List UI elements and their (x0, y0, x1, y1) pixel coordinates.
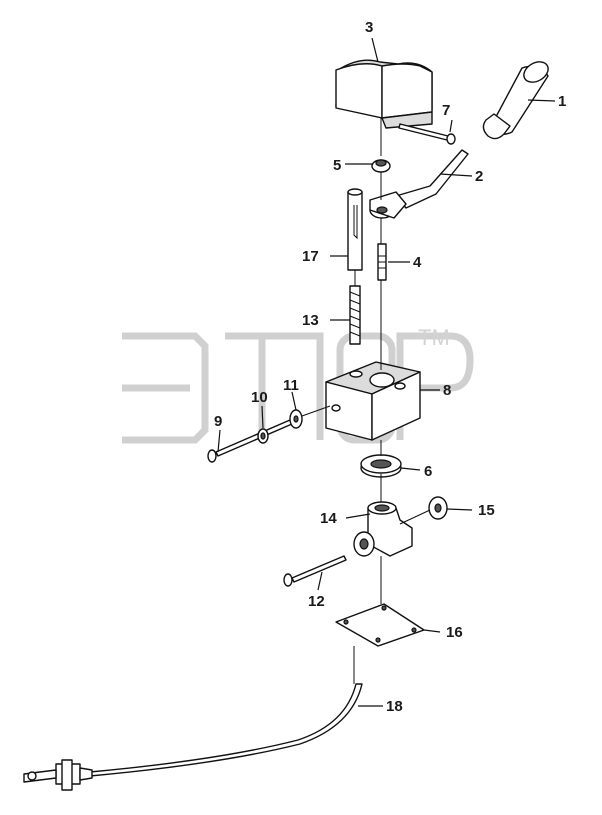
part-14-tee (353, 501, 413, 557)
part-10-washer (257, 428, 269, 444)
assembly-axes (301, 118, 431, 684)
callout-18: 18 (386, 698, 403, 715)
part-5-nut (371, 159, 391, 173)
part-2-lever (369, 149, 469, 219)
callout-5: 5 (333, 157, 341, 174)
leader-lines (217, 37, 556, 707)
part-1-grip (482, 61, 549, 140)
callout-17: 17 (302, 248, 319, 265)
part-7-screw (398, 123, 456, 145)
part-8-body (325, 361, 421, 441)
part-12-bolt (283, 555, 347, 587)
part-6-bushing (360, 454, 402, 478)
part-4-stem (377, 243, 387, 281)
part-16-plate (335, 603, 425, 647)
part-3-cover (335, 59, 433, 129)
part-17-sleeve (347, 188, 363, 271)
part-13-spring (349, 285, 361, 345)
callout-7: 7 (442, 102, 450, 119)
callout-4: 4 (413, 254, 422, 271)
callout-labels: 1 2 3 4 5 6 7 8 9 10 11 12 13 14 15 16 1… (214, 19, 566, 715)
trademark-symbol: TM (418, 325, 450, 350)
callout-12: 12 (308, 593, 325, 610)
callout-9: 9 (214, 413, 222, 430)
callout-13: 13 (302, 312, 319, 329)
callout-11: 11 (283, 377, 299, 394)
callout-3: 3 (365, 19, 373, 36)
callout-2: 2 (475, 168, 483, 185)
callout-15: 15 (478, 502, 495, 519)
callout-6: 6 (424, 463, 432, 480)
callout-8: 8 (443, 382, 451, 399)
callout-1: 1 (558, 93, 566, 110)
part-15-gasket (428, 496, 448, 520)
callout-14: 14 (320, 510, 337, 527)
callout-16: 16 (446, 624, 463, 641)
part-18-cable (23, 683, 363, 791)
part-11-seal (289, 409, 303, 429)
callout-10: 10 (251, 389, 268, 406)
